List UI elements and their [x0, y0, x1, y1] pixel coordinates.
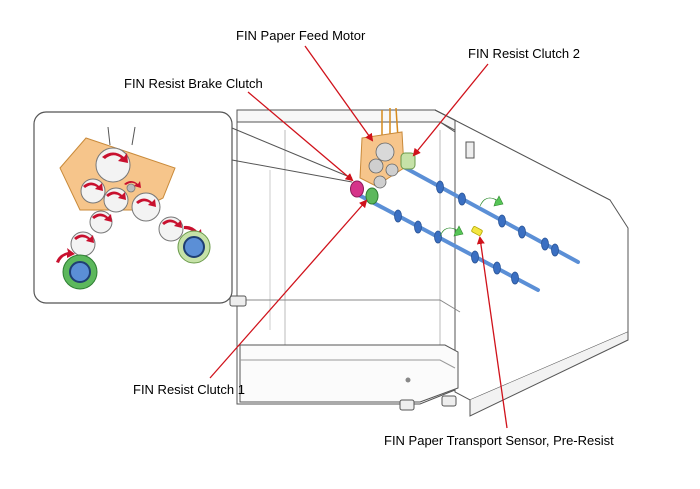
rotation-arrow-icon [136, 198, 156, 207]
zoom-connectors [231, 127, 353, 183]
inset-gears [70, 147, 184, 257]
body-foot-front [399, 399, 415, 411]
inset-clutch-1 [62, 254, 98, 290]
leader-resist-brake-clutch [247, 91, 354, 182]
roller-icon [541, 237, 549, 251]
label-transport-sensor: FIN Paper Transport Sensor, Pre-Resist [384, 433, 614, 448]
rotation-arrow-icon [439, 225, 464, 237]
label-resist-brake-clutch: FIN Resist Brake Clutch [124, 76, 263, 91]
inset-rotation-arrows [56, 152, 202, 263]
resist-brake-clutch [350, 180, 364, 198]
body-right-panel [434, 109, 629, 401]
rotation-arrow-icon [74, 234, 94, 243]
leader-resist-clutch-1 [209, 199, 368, 379]
leader-resist-clutch-2 [412, 63, 489, 157]
leader-transport-sensor [476, 236, 508, 429]
shafts [353, 163, 580, 292]
inset-clutch-2 [177, 230, 211, 264]
roller-icon [493, 261, 501, 275]
label-paper-feed-motor: FIN Paper Feed Motor [236, 28, 366, 43]
gear-icon [368, 158, 384, 174]
drive-assembly [350, 107, 416, 205]
resist-clutch-1 [365, 187, 379, 205]
roller-icon [551, 243, 559, 257]
rotation-arrow-icon [56, 248, 75, 263]
roller-icon [518, 225, 526, 239]
rotation-arrow-icon [162, 219, 182, 228]
rotation-arrow-icon [124, 181, 141, 188]
lower-shaft [353, 191, 540, 292]
body-foot-right [441, 395, 457, 407]
roller-icon [511, 271, 519, 285]
inset-detail [33, 111, 233, 304]
roller-icon [436, 180, 444, 194]
rotation-arrow-icon [479, 195, 504, 207]
label-resist-clutch-2: FIN Resist Clutch 2 [468, 46, 580, 61]
roller-icon [434, 230, 442, 244]
rotation-arrow-icon [106, 191, 126, 200]
leader-lines [209, 45, 508, 429]
body-bottom-drawer [239, 344, 459, 403]
roller-icon [414, 220, 422, 234]
rotation-arrow-icon [102, 152, 128, 163]
rotation-arrow-icon [83, 182, 103, 191]
roller-icon [471, 250, 479, 264]
gear-icon [80, 178, 106, 204]
gear-icon [131, 192, 161, 222]
finisher-body [229, 109, 629, 417]
gear-icon [375, 142, 395, 162]
leader-paper-feed-motor [304, 45, 374, 142]
rotation-arrow-icon [92, 213, 112, 222]
gear-icon [385, 163, 399, 177]
resist-clutch-2 [400, 152, 416, 170]
roller-icon [394, 209, 402, 223]
roller-icon [498, 214, 506, 228]
lower-rollers [394, 209, 519, 285]
roller-icon [458, 192, 466, 206]
gear-icon [103, 187, 129, 213]
upper-rollers [436, 180, 559, 257]
body-foot-left [229, 295, 247, 307]
transport-sensor [471, 226, 483, 236]
label-resist-clutch-1: FIN Resist Clutch 1 [133, 382, 245, 397]
gear-icon [373, 175, 387, 189]
